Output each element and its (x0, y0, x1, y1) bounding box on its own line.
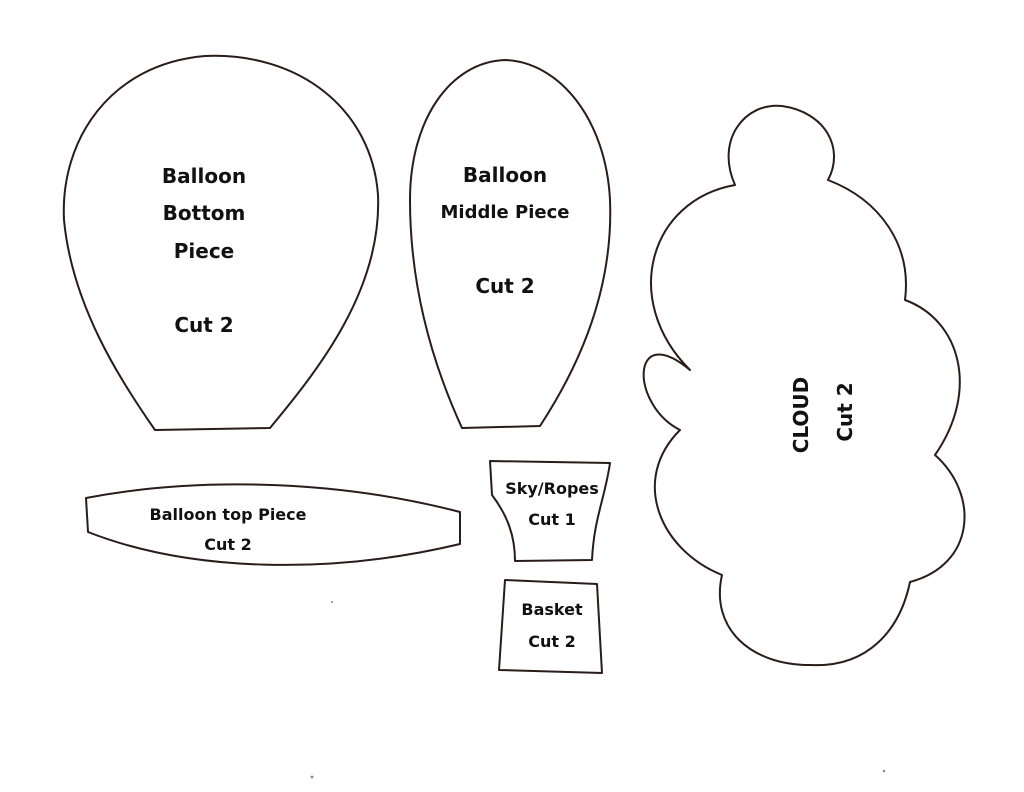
basket-piece: Basket Cut 2 (498, 579, 603, 674)
balloon-bottom-label-3: Piece (174, 239, 235, 263)
sky-ropes-label: Sky/Ropes (505, 479, 599, 498)
basket-outline (498, 579, 603, 674)
sky-ropes-piece: Sky/Ropes Cut 1 (489, 460, 611, 562)
basket-label: Basket (521, 600, 583, 619)
speck (331, 601, 333, 603)
balloon-middle-outline (409, 59, 612, 429)
balloon-top-outline (85, 483, 461, 566)
balloon-middle-label-2: Middle Piece (441, 202, 570, 223)
cloud-cut-label: Cut 2 (833, 382, 857, 441)
basket-cut-label: Cut 2 (528, 632, 575, 651)
cloud-outline (642, 104, 966, 667)
balloon-middle-label-1: Balloon (463, 163, 547, 187)
balloon-middle-cut-label: Cut 2 (475, 274, 534, 298)
balloon-bottom-outline (62, 54, 380, 431)
sky-ropes-cut-label: Cut 1 (528, 510, 575, 529)
speck (310, 775, 314, 779)
balloon-bottom-label-1: Balloon (162, 164, 246, 188)
balloon-bottom-piece: Balloon Bottom Piece Cut 2 (62, 54, 380, 431)
balloon-middle-piece: Balloon Middle Piece Cut 2 (409, 59, 612, 429)
cloud-label: CLOUD (789, 377, 813, 454)
cloud-piece: CLOUD Cut 2 (642, 104, 966, 667)
balloon-top-piece: Balloon top Piece Cut 2 (85, 483, 461, 566)
balloon-top-cut-label: Cut 2 (204, 535, 251, 554)
balloon-top-label: Balloon top Piece (150, 505, 307, 524)
balloon-bottom-label-2: Bottom (163, 201, 246, 225)
balloon-bottom-cut-label: Cut 2 (174, 313, 233, 337)
speck (882, 769, 886, 773)
sky-ropes-outline (489, 460, 611, 562)
